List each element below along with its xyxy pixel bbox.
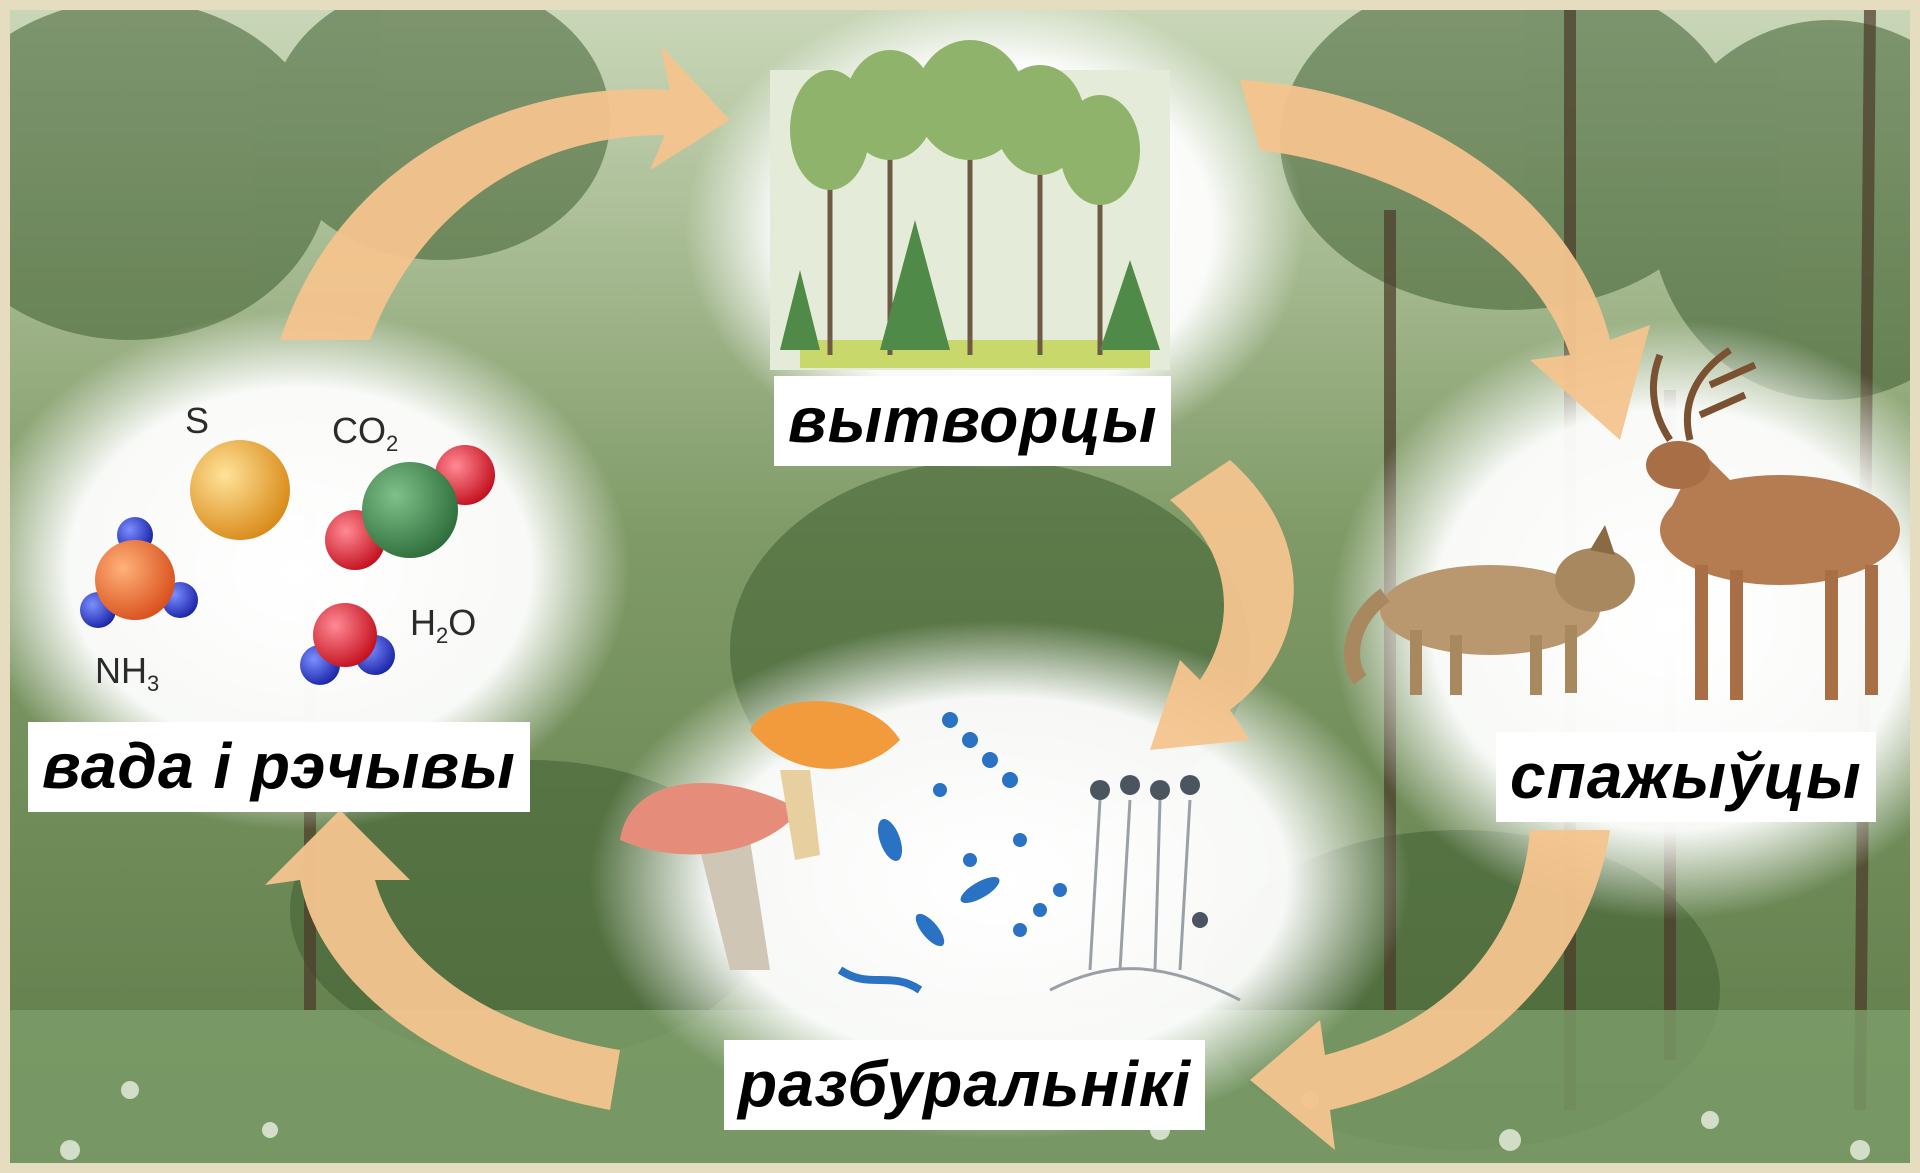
formula-carbon-dioxide: CO2 (332, 410, 399, 457)
arrow-producers-to-decomposers (1150, 460, 1294, 750)
formula-water: H2O (410, 602, 477, 649)
label-decomposers: разбуральнікі (724, 1040, 1206, 1130)
arrow-abiotic-to-producers (280, 45, 730, 340)
formula-ammonia: NH3 (95, 650, 160, 697)
wolf-icon (1344, 525, 1635, 695)
deer-icon (1646, 347, 1900, 700)
mold-icon (1049, 775, 1241, 1002)
arrow-consumers-to-decomposers (1250, 830, 1610, 1150)
mushroom-icon (620, 701, 900, 970)
bacteria-icon (837, 712, 1067, 994)
label-abiotic: вада і рэчывы (28, 722, 530, 812)
molecule-icon (80, 440, 495, 685)
forest-background (10, 10, 1910, 1163)
arrow-decomposers-to-abiotic (265, 810, 620, 1110)
label-consumers: спажыўцы (1496, 732, 1876, 822)
label-producers: вытворцы (774, 376, 1172, 466)
forest-illustration (770, 40, 1170, 370)
cloud-abiotic (10, 310, 630, 830)
cycle-arrows (265, 45, 1650, 1150)
arrow-producers-to-consumers (1240, 80, 1650, 440)
formula-sulfur: S (185, 400, 210, 441)
